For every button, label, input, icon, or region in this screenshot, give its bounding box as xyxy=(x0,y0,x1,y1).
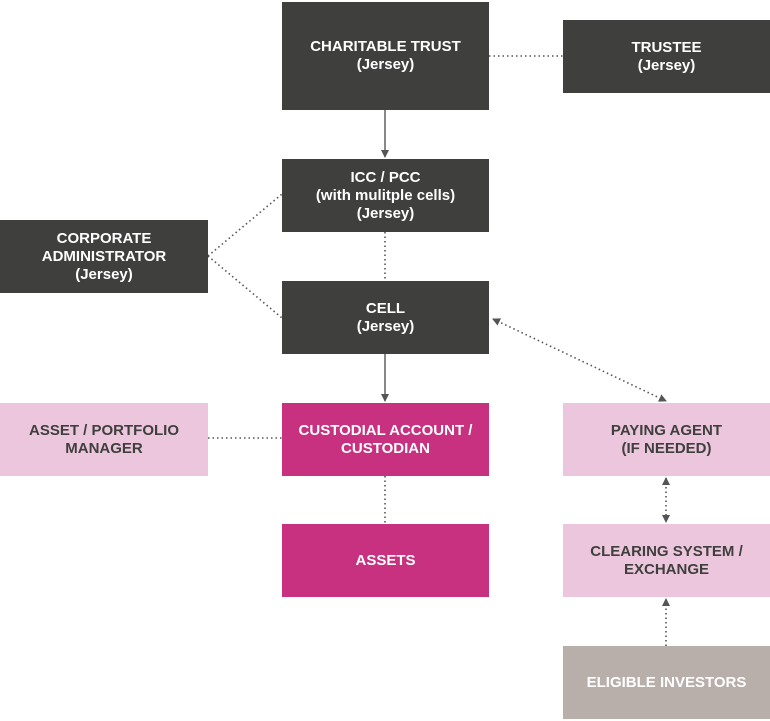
connector-admin-icc xyxy=(207,193,283,257)
corporate-administrator-box: CORPORATE ADMINISTRATOR (Jersey) xyxy=(0,220,208,293)
corporate-administrator-label-1: CORPORATE xyxy=(56,229,152,247)
connector-admin-cell xyxy=(207,255,283,319)
custodial-account-label-2: CUSTODIAN xyxy=(341,439,430,457)
corporate-administrator-label-2: ADMINISTRATOR xyxy=(41,247,167,265)
cell-box: CELL (Jersey) xyxy=(282,281,489,354)
cell-label: CELL xyxy=(365,299,406,317)
custodial-account-box: CUSTODIAL ACCOUNT / CUSTODIAN xyxy=(282,403,489,476)
trustee-box: TRUSTEE (Jersey) xyxy=(563,20,770,93)
eligible-investors-label: ELIGIBLE INVESTORS xyxy=(586,673,747,691)
icc-pcc-note: (with mulitple cells) xyxy=(315,186,456,204)
clearing-system-label-1: CLEARING SYSTEM / xyxy=(590,542,743,560)
connector-cell-paying-agent xyxy=(492,318,667,402)
clearing-system-label-2: EXCHANGE xyxy=(623,560,709,578)
charitable-trust-label: CHARITABLE TRUST xyxy=(310,38,461,55)
icc-pcc-jurisdiction: (Jersey) xyxy=(356,204,415,222)
trustee-jurisdiction: (Jersey) xyxy=(637,56,696,74)
icc-pcc-box: ICC / PCC (with mulitple cells) (Jersey) xyxy=(282,159,489,232)
clearing-system-box: CLEARING SYSTEM / EXCHANGE xyxy=(563,524,770,597)
paying-agent-note: (IF NEEDED) xyxy=(621,439,712,457)
asset-manager-label-2: MANAGER xyxy=(65,439,143,457)
custodial-account-label-1: CUSTODIAL ACCOUNT / xyxy=(298,421,473,439)
trustee-label: TRUSTEE xyxy=(631,38,702,56)
eligible-investors-box: ELIGIBLE INVESTORS xyxy=(563,646,770,719)
cell-jurisdiction: (Jersey) xyxy=(356,317,415,335)
charitable-trust-box: CHARITABLE TRUST (Jersey) xyxy=(282,2,489,110)
paying-agent-label: PAYING AGENT xyxy=(610,421,723,439)
asset-manager-box: ASSET / PORTFOLIO MANAGER xyxy=(0,403,208,476)
asset-manager-label-1: ASSET / PORTFOLIO xyxy=(28,421,179,439)
assets-label: ASSETS xyxy=(355,551,416,569)
assets-box: ASSETS xyxy=(282,524,489,597)
paying-agent-box: PAYING AGENT (IF NEEDED) xyxy=(563,403,770,476)
corporate-administrator-jurisdiction: (Jersey) xyxy=(75,265,133,283)
icc-pcc-label: ICC / PCC xyxy=(350,168,421,186)
charitable-trust-jurisdiction: (Jersey) xyxy=(356,56,415,73)
